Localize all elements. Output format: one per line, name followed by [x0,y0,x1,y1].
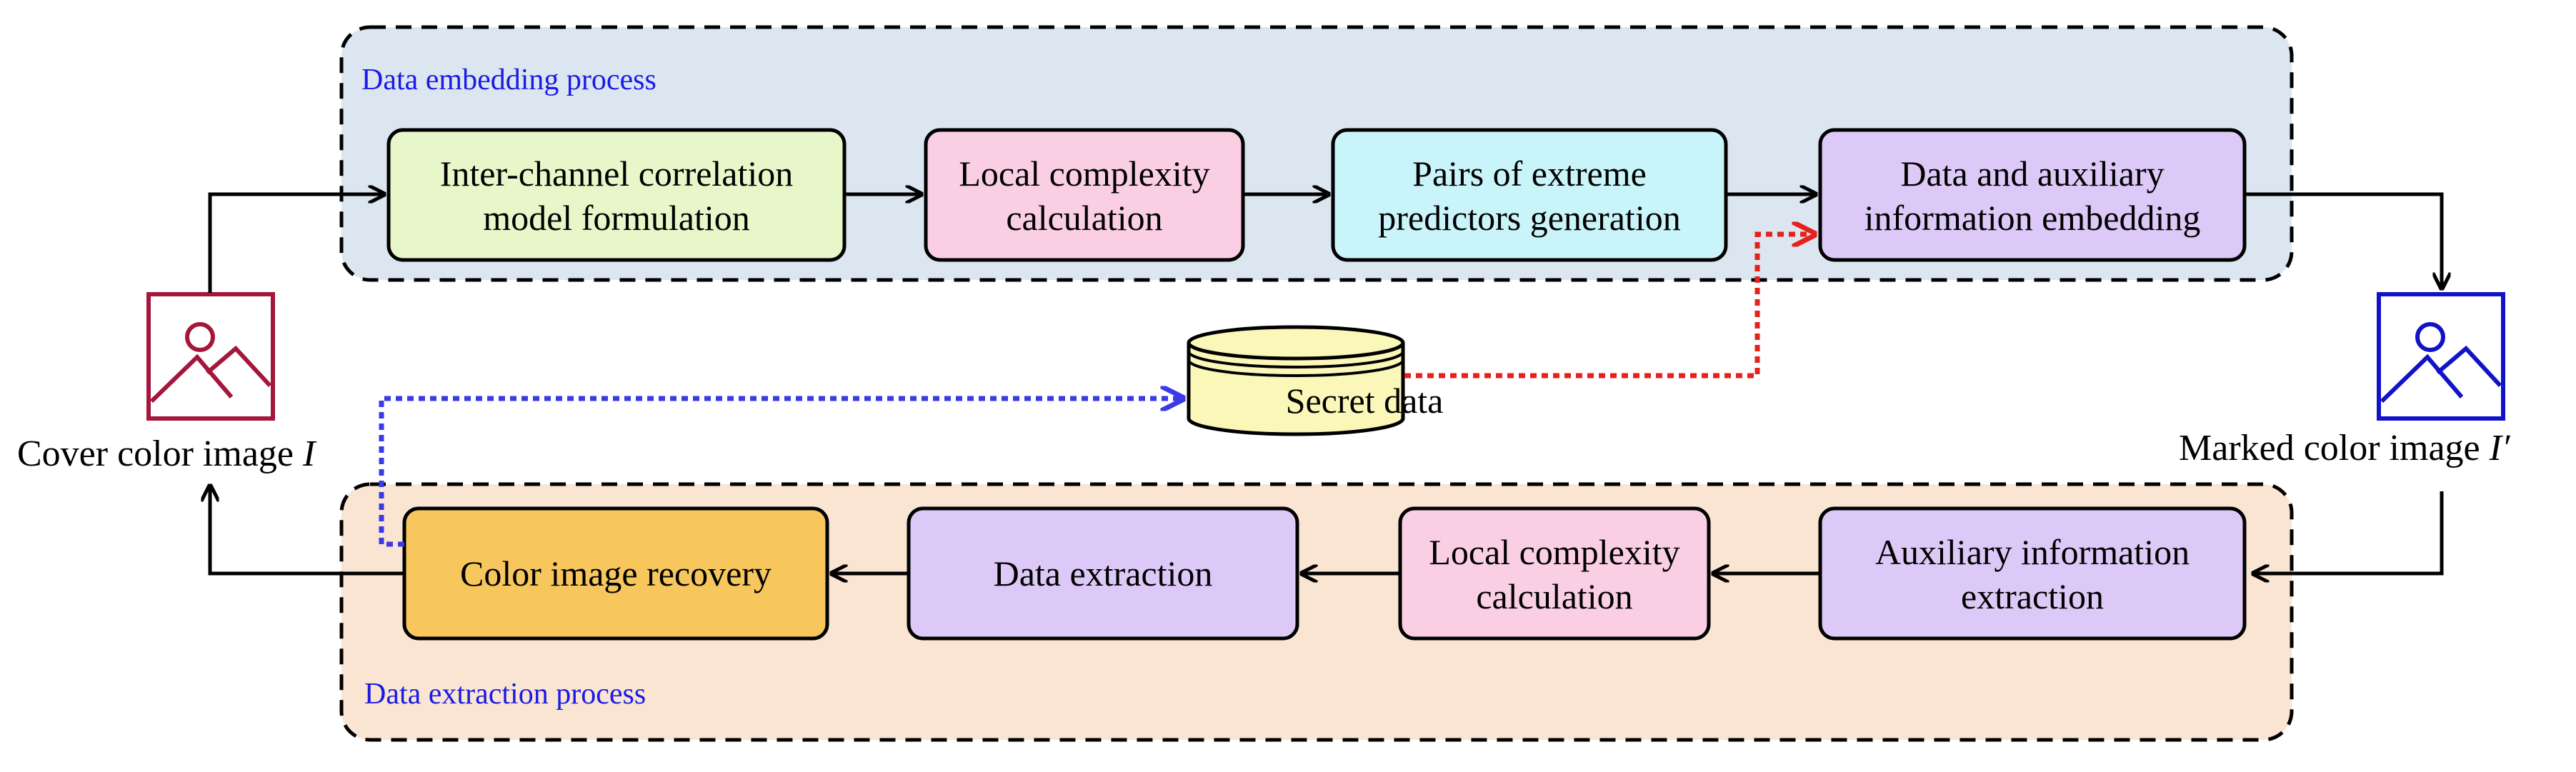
embedding-step-data-embedding: Data and auxiliary information embedding [1818,128,2247,262]
arrow-recovery-to-secret [379,398,1183,547]
arrow-secret-to-embedding [1404,234,1814,379]
cover-image-caption: Cover color image I [17,433,317,474]
step-label: model formulation [483,198,750,238]
embedding-region-title: Data embedding process [361,64,657,96]
embedding-step-extreme-predictors: Pairs of extreme predictors generation [1331,128,1728,262]
image-icon [146,292,275,421]
cover-image: Cover color image I [17,292,317,474]
extraction-region-title: Data extraction process [364,678,646,711]
step-label: Data and auxiliary [1900,154,2164,194]
step-label: information embedding [1864,198,2201,238]
step-label: calculation [1476,576,1632,616]
step-label: calculation [1006,198,1162,238]
embedding-step-local-complexity: Local complexity calculation [924,128,1245,262]
step-label: Data extraction [994,553,1213,593]
secret-data-label: Secret data [1286,381,1444,421]
step-label: Inter-channel correlation [440,154,794,194]
step-label: Pairs of extreme [1412,154,1647,194]
arrow-marked-to-extraction [2253,491,2444,573]
image-icon [2377,292,2505,421]
arrow-embedding-to-marked [2245,192,2442,289]
marked-image: Marked color image I′ [2179,292,2511,468]
extraction-step-image-recovery: Color image recovery [402,506,829,641]
step-label: predictors generation [1378,198,1680,238]
step-label: Color image recovery [460,553,772,593]
extraction-step-data-extraction: Data extraction [907,506,1299,641]
secret-data-store: Secret data [1187,325,1444,436]
step-label: Auxiliary information [1875,532,2190,572]
arrow-recovery-to-cover [210,486,404,576]
step-label: extraction [1961,576,2104,616]
marked-image-caption: Marked color image I′ [2179,428,2511,468]
arrow-cover-to-embedding [208,194,384,293]
embedding-step-model-formulation: Inter-channel correlation model formulat… [386,128,847,262]
step-label: Local complexity [1429,532,1679,572]
extraction-step-auxiliary-extraction: Auxiliary information extraction [1818,506,2247,641]
extraction-step-local-complexity: Local complexity calculation [1398,506,1711,641]
step-label: Local complexity [959,154,1209,194]
